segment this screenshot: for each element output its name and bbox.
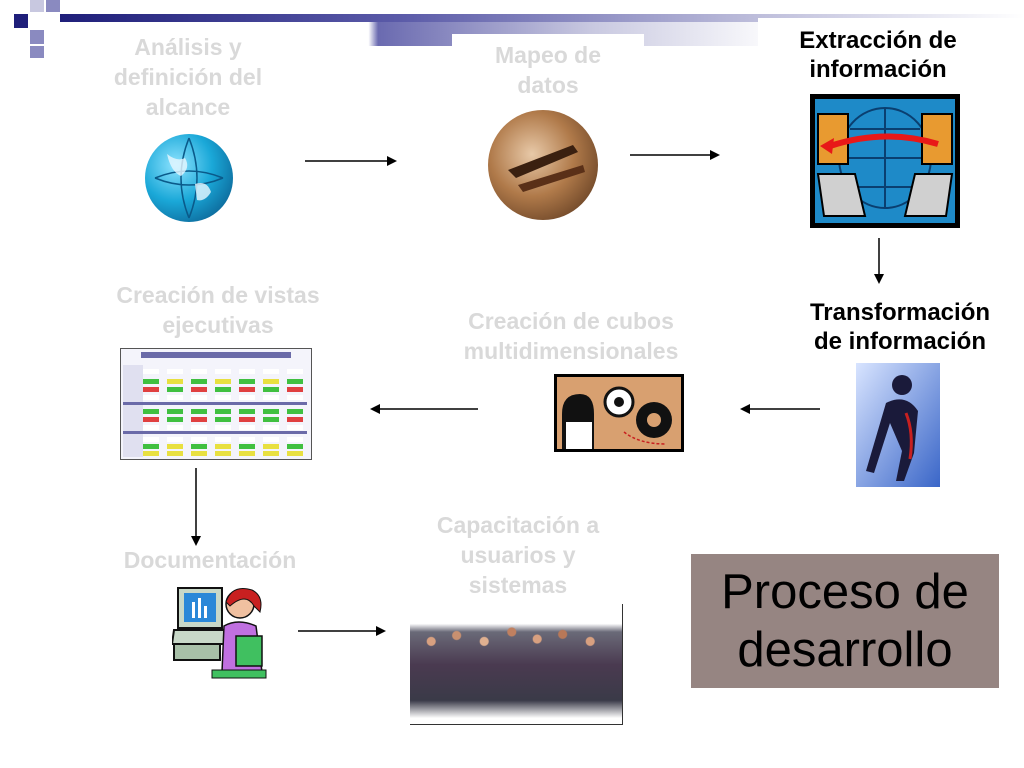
step-mapeo-label: Mapeo de datos [494, 42, 602, 98]
crowd-image [410, 606, 622, 724]
step-analisis-label: Análisis y definición del alcance [113, 34, 263, 120]
gears-icon [554, 374, 684, 452]
step-extraccion-label: Extracción de información [799, 27, 957, 83]
arrow-transformacion-cubos [740, 404, 820, 414]
title-text: Proceso de desarrollo [721, 565, 969, 677]
arrow-mapeo-extraccion [630, 150, 720, 160]
header-square-dark [14, 14, 28, 28]
globe-icon [145, 134, 233, 222]
computers-exchange-icon [810, 94, 960, 228]
header-bar [60, 14, 1024, 22]
header-square-top [30, 0, 44, 12]
arrow-documentacion-capacitacion [298, 626, 386, 636]
step-transformacion-label: Transformación de información [809, 299, 991, 355]
globe-grid [154, 137, 224, 219]
arrow-extraccion-transformacion [874, 238, 884, 284]
title-box: Proceso de desarrollo [691, 554, 999, 688]
header-square-bottom [30, 46, 44, 58]
pen-drawing [508, 145, 585, 192]
step-documentacion-label: Documentación [123, 547, 297, 573]
dashboard-icon [120, 348, 312, 460]
header-square-light [30, 30, 44, 44]
arrow-analisis-mapeo [305, 156, 397, 166]
step-vistas-label: Creación de vistas ejecutivas [116, 282, 320, 338]
step-cubos-label: Creación de cubos multidimensionales [463, 308, 679, 364]
step-capacitacion-label: Capacitación a usuarios y sistemas [436, 512, 600, 598]
user-computer-icon [172, 587, 267, 679]
figure-icon [856, 363, 940, 487]
header-square-top2 [46, 0, 60, 12]
arrow-cubos-vistas [370, 404, 478, 414]
arrow-vistas-documentacion [191, 468, 201, 546]
